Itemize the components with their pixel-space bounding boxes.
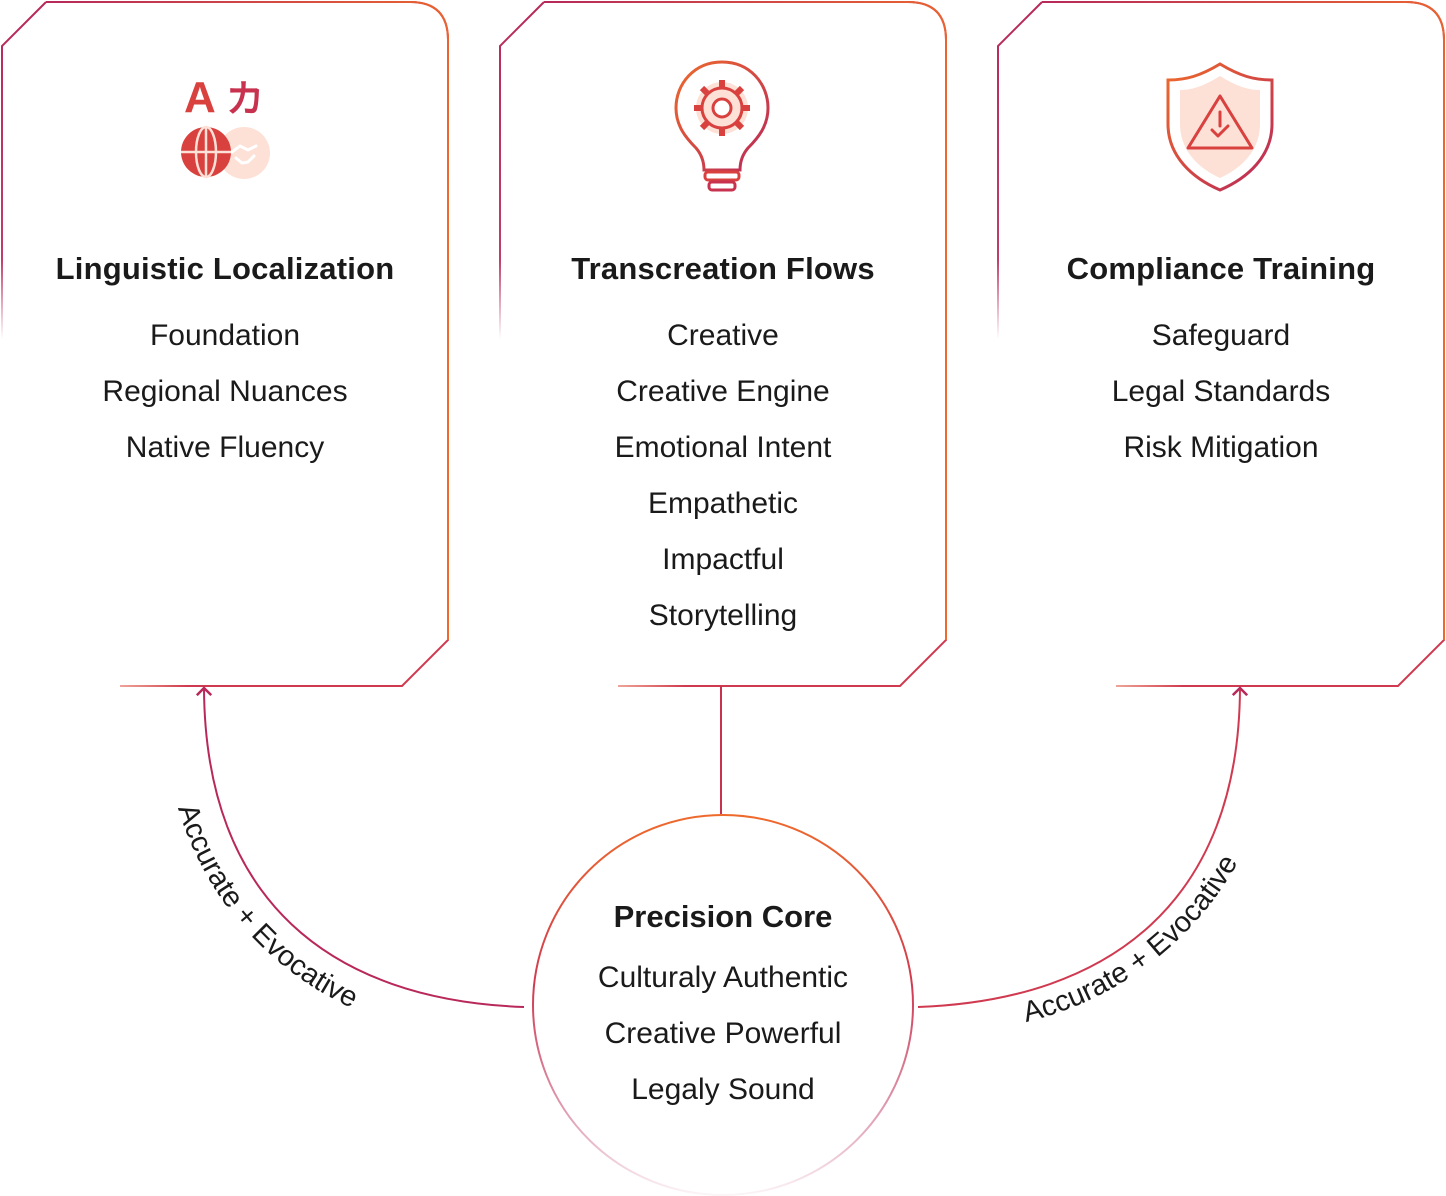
lightbulb-gear-icon — [674, 60, 770, 192]
card-item: Empathetic — [647, 487, 799, 520]
right-connector-arc — [917, 686, 1249, 1008]
card-item: Impactful — [662, 543, 784, 576]
card-item: Creative Engine — [616, 375, 830, 408]
card-item: Safeguard — [1151, 319, 1291, 352]
translate-globe-handshake-icon: A カ — [181, 73, 270, 179]
left-connector-arc — [195, 686, 525, 1008]
card-item: Storytelling — [648, 599, 798, 632]
precision-core: Precision Core Culturaly Authentic Creat… — [533, 896, 913, 1118]
card-item: Creative — [667, 319, 779, 352]
card-frame-3 — [997, 1, 1445, 687]
card-item: Emotional Intent — [614, 431, 832, 464]
card-title: Compliance Training — [1066, 251, 1376, 286]
card-linguistic-localization: Linguistic Localization Foundation Regio… — [5, 248, 445, 476]
core-title: Precision Core — [613, 899, 833, 934]
core-item: Culturaly Authentic — [597, 961, 849, 994]
card-item: Legal Standards — [1111, 375, 1331, 408]
card-item: Regional Nuances — [102, 375, 348, 408]
card-item: Native Fluency — [125, 431, 325, 464]
card-item: Risk Mitigation — [1123, 431, 1319, 464]
precision-core-circle — [532, 814, 914, 1196]
kana-glyph: カ — [226, 77, 264, 121]
card-transcreation-flows: Transcreation Flows Creative Creative En… — [503, 248, 943, 644]
card-compliance-training: Compliance Training Safeguard Legal Stan… — [1001, 248, 1441, 476]
card-frame-2 — [499, 1, 947, 687]
latin-letter-glyph: A — [184, 73, 216, 122]
core-item: Creative Powerful — [604, 1017, 842, 1050]
card-title: Linguistic Localization — [55, 251, 395, 286]
card-item: Foundation — [149, 319, 301, 352]
left-connector-label: Accurate + Evocative — [171, 800, 363, 1014]
right-connector-label: Accurate + Evocative — [1020, 849, 1245, 1028]
card-title: Transcreation Flows — [571, 251, 875, 286]
card-frame-1 — [1, 1, 449, 687]
core-item: Legaly Sound — [631, 1073, 815, 1106]
shield-warning-icon — [1166, 62, 1274, 192]
